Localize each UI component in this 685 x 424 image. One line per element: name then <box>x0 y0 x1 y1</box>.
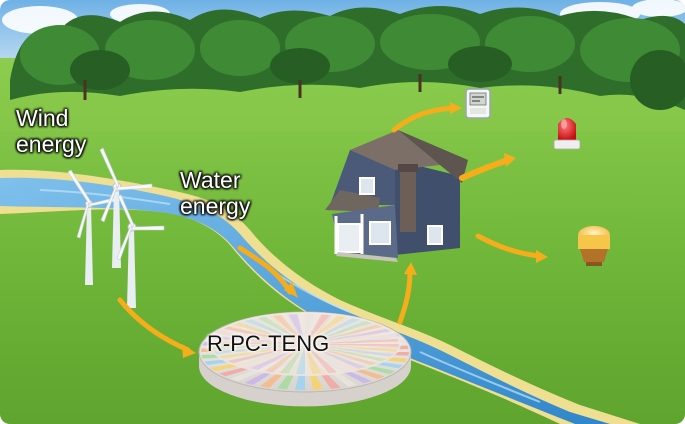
energy-flow-arrow-heads <box>182 102 548 358</box>
disc-sector <box>296 344 305 374</box>
disc-sector <box>305 344 387 362</box>
disc-sector <box>279 344 305 374</box>
disc-sector <box>250 344 305 370</box>
disc-sector <box>212 336 305 344</box>
disc-top-sectors <box>211 314 399 374</box>
disc-sector <box>223 326 305 344</box>
disc-sector <box>211 344 305 350</box>
disc-sector <box>305 344 352 372</box>
wind-energy-label: Wind energy <box>16 105 86 157</box>
disc-sector <box>214 344 305 355</box>
disc-sector <box>305 338 399 344</box>
disc-sector <box>305 329 391 344</box>
wind-energy-label-line1: Wind <box>16 105 69 131</box>
disc-sector <box>305 314 331 344</box>
teng-disc <box>198 311 412 407</box>
water-energy-label: Water energy <box>180 167 250 219</box>
red-alarm-light-icon <box>553 118 581 150</box>
disc-sector <box>305 344 398 352</box>
forest <box>10 6 685 110</box>
disc-sector <box>219 344 305 359</box>
disc-sector <box>211 341 305 344</box>
disc-sector <box>305 344 366 369</box>
disc-sector <box>305 344 377 366</box>
energy-flow-arrow-icon <box>117 105 543 353</box>
disc-sector <box>305 344 322 374</box>
disc-sector <box>305 344 338 373</box>
disc-sector <box>233 322 305 344</box>
disc-sector <box>305 344 394 357</box>
teng-device-label: R-PC-TENG <box>207 331 330 356</box>
disc-sector <box>258 316 305 344</box>
water-energy-label-line2: energy <box>180 193 251 219</box>
disc-sector <box>272 315 305 344</box>
disc-sector <box>305 318 360 344</box>
disc-sector <box>264 344 305 373</box>
light-bulb-icon <box>578 226 610 266</box>
wind-turbine-icon <box>67 147 165 308</box>
disc-sector <box>305 321 372 344</box>
water-energy-label-line1: Water <box>180 167 241 193</box>
disc-sector <box>238 344 305 367</box>
disc-sector <box>305 314 314 344</box>
wind-energy-label-line2: energy <box>16 131 87 157</box>
disc-sector <box>216 331 305 344</box>
disc-sector <box>244 319 305 344</box>
disc-sector <box>305 344 399 347</box>
thermo-hygrometer-icon <box>465 88 491 119</box>
disc-sector <box>305 333 396 344</box>
disc-sector <box>305 315 346 344</box>
disc-sector <box>288 314 305 344</box>
house-icon <box>325 130 468 262</box>
disc-sector <box>305 324 383 344</box>
disc-sector <box>227 344 305 364</box>
